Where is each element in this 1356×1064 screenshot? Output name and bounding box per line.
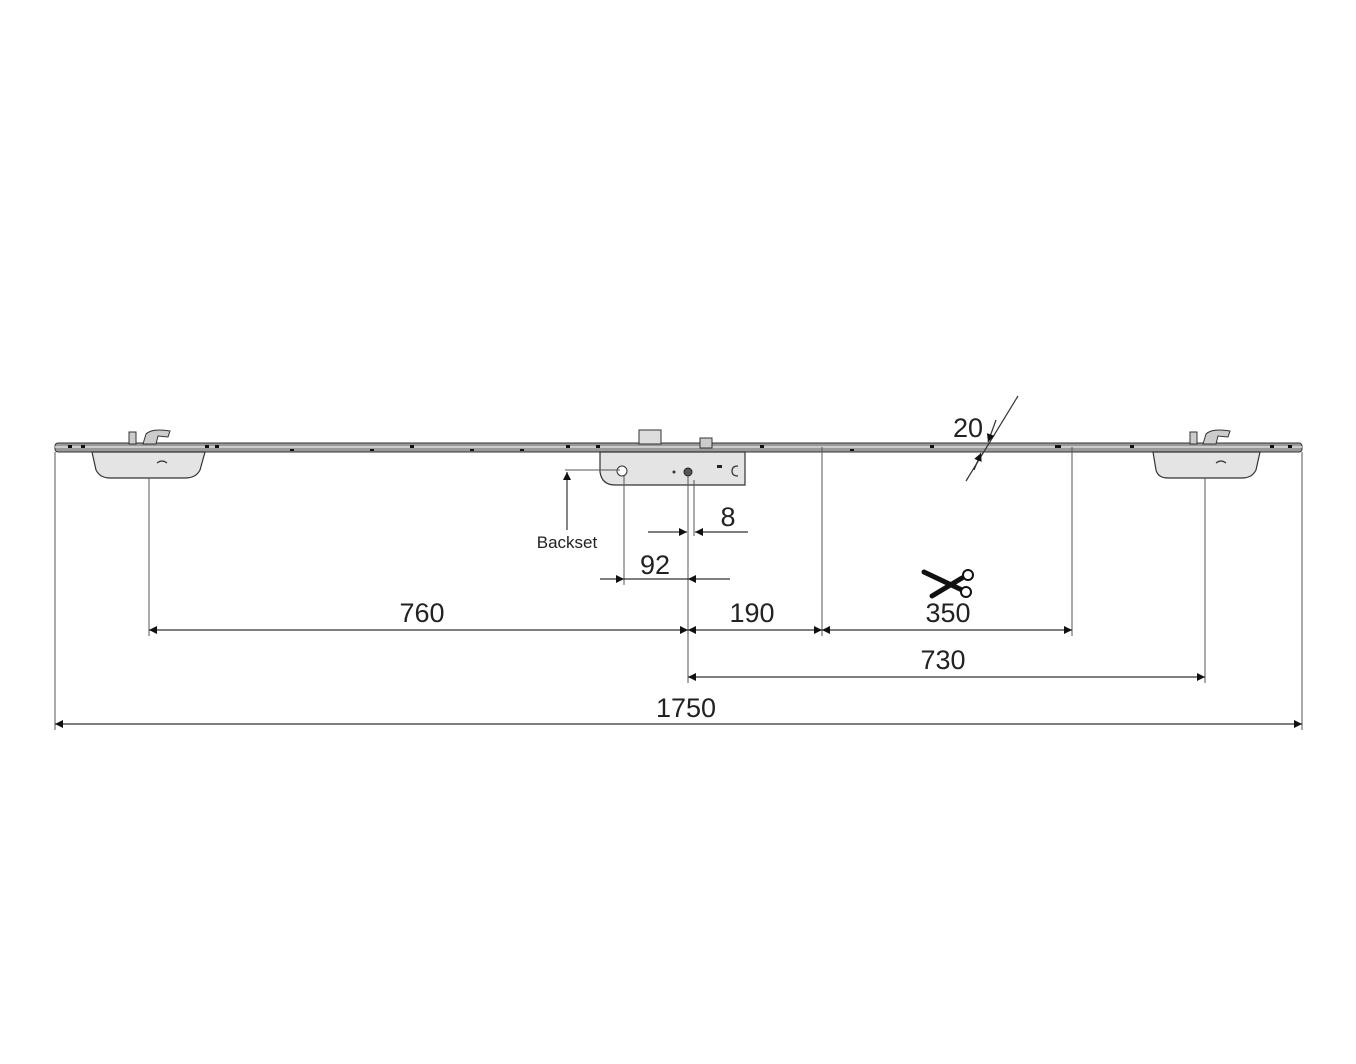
center-gearbox <box>599 429 746 486</box>
dimension-760-label: 760 <box>399 598 444 628</box>
dimension-190-label: 190 <box>729 598 774 628</box>
dimension-730-label: 730 <box>920 645 965 675</box>
pz-label: 92 <box>640 550 670 580</box>
extension-lines <box>54 447 1303 730</box>
dimension-190: 190 <box>688 598 822 634</box>
dimension-1750: 1750 <box>55 693 1302 728</box>
dimension-730: 730 <box>688 645 1205 681</box>
scissors-icon <box>921 569 974 599</box>
left-hook-case <box>91 429 206 479</box>
dimension-1750-label: 1750 <box>656 693 716 723</box>
faceplate-bar <box>54 442 1303 453</box>
pz-dimension: 92 <box>600 550 730 583</box>
dimension-350-label: 350 <box>925 598 970 628</box>
backset-dimension: Backset <box>537 472 598 552</box>
dimension-760: 760 <box>149 598 688 634</box>
spindle-width-dimension: 8 <box>648 502 748 536</box>
faceplate-holes <box>68 445 1292 451</box>
right-hook-case <box>1152 429 1261 479</box>
dimension-350: 350 <box>822 569 1072 634</box>
backset-label: Backset <box>537 533 598 552</box>
spindle-width-label: 8 <box>720 502 735 532</box>
thickness-dimension: 20 <box>953 395 1019 482</box>
thickness-label: 20 <box>953 413 983 443</box>
